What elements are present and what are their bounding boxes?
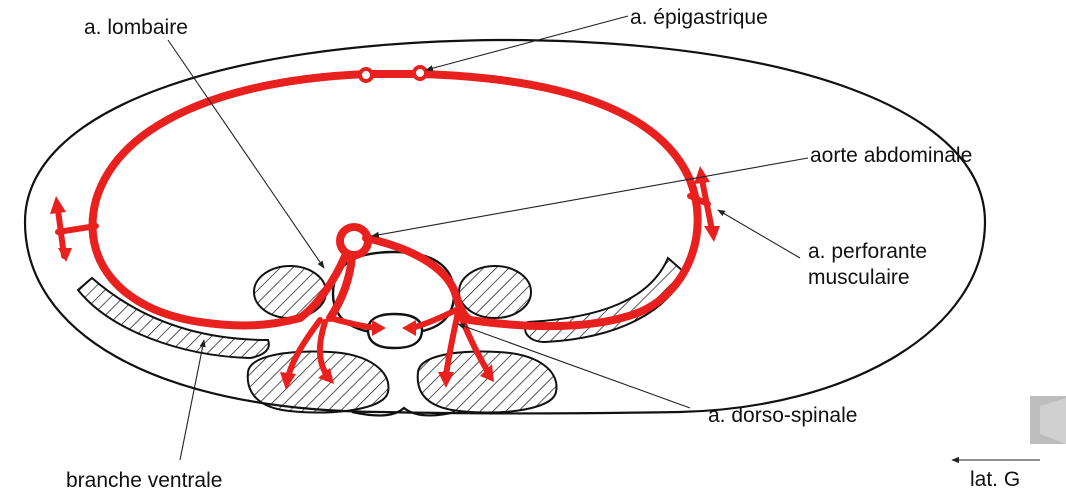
label-branche-ventrale: branche ventrale [66,469,222,492]
label-epigastrique: a. épigastrique [630,6,768,29]
leader-lombaire [168,40,324,268]
dorsal-branch-l2 [320,322,326,374]
speaker-icon[interactable] [1030,396,1066,444]
left-psoas [254,266,326,318]
leader-perforante [718,210,800,258]
label-perforante-line2: musculaire [808,266,910,289]
leader-branche-ventrale [180,340,204,460]
right-psoas [459,266,531,318]
right-paraspinal [418,352,557,413]
label-dorso-spinale: a. dorso-spinale [708,404,857,427]
epigastric-left-node [360,69,372,81]
label-aorte: aorte abdominale [810,144,972,167]
label-lombaire: a. lombaire [84,16,188,39]
label-lateral: lat. G [970,468,1020,491]
epigastric-right-node [414,67,426,79]
label-perforante-line1: a. perforante [808,240,927,263]
